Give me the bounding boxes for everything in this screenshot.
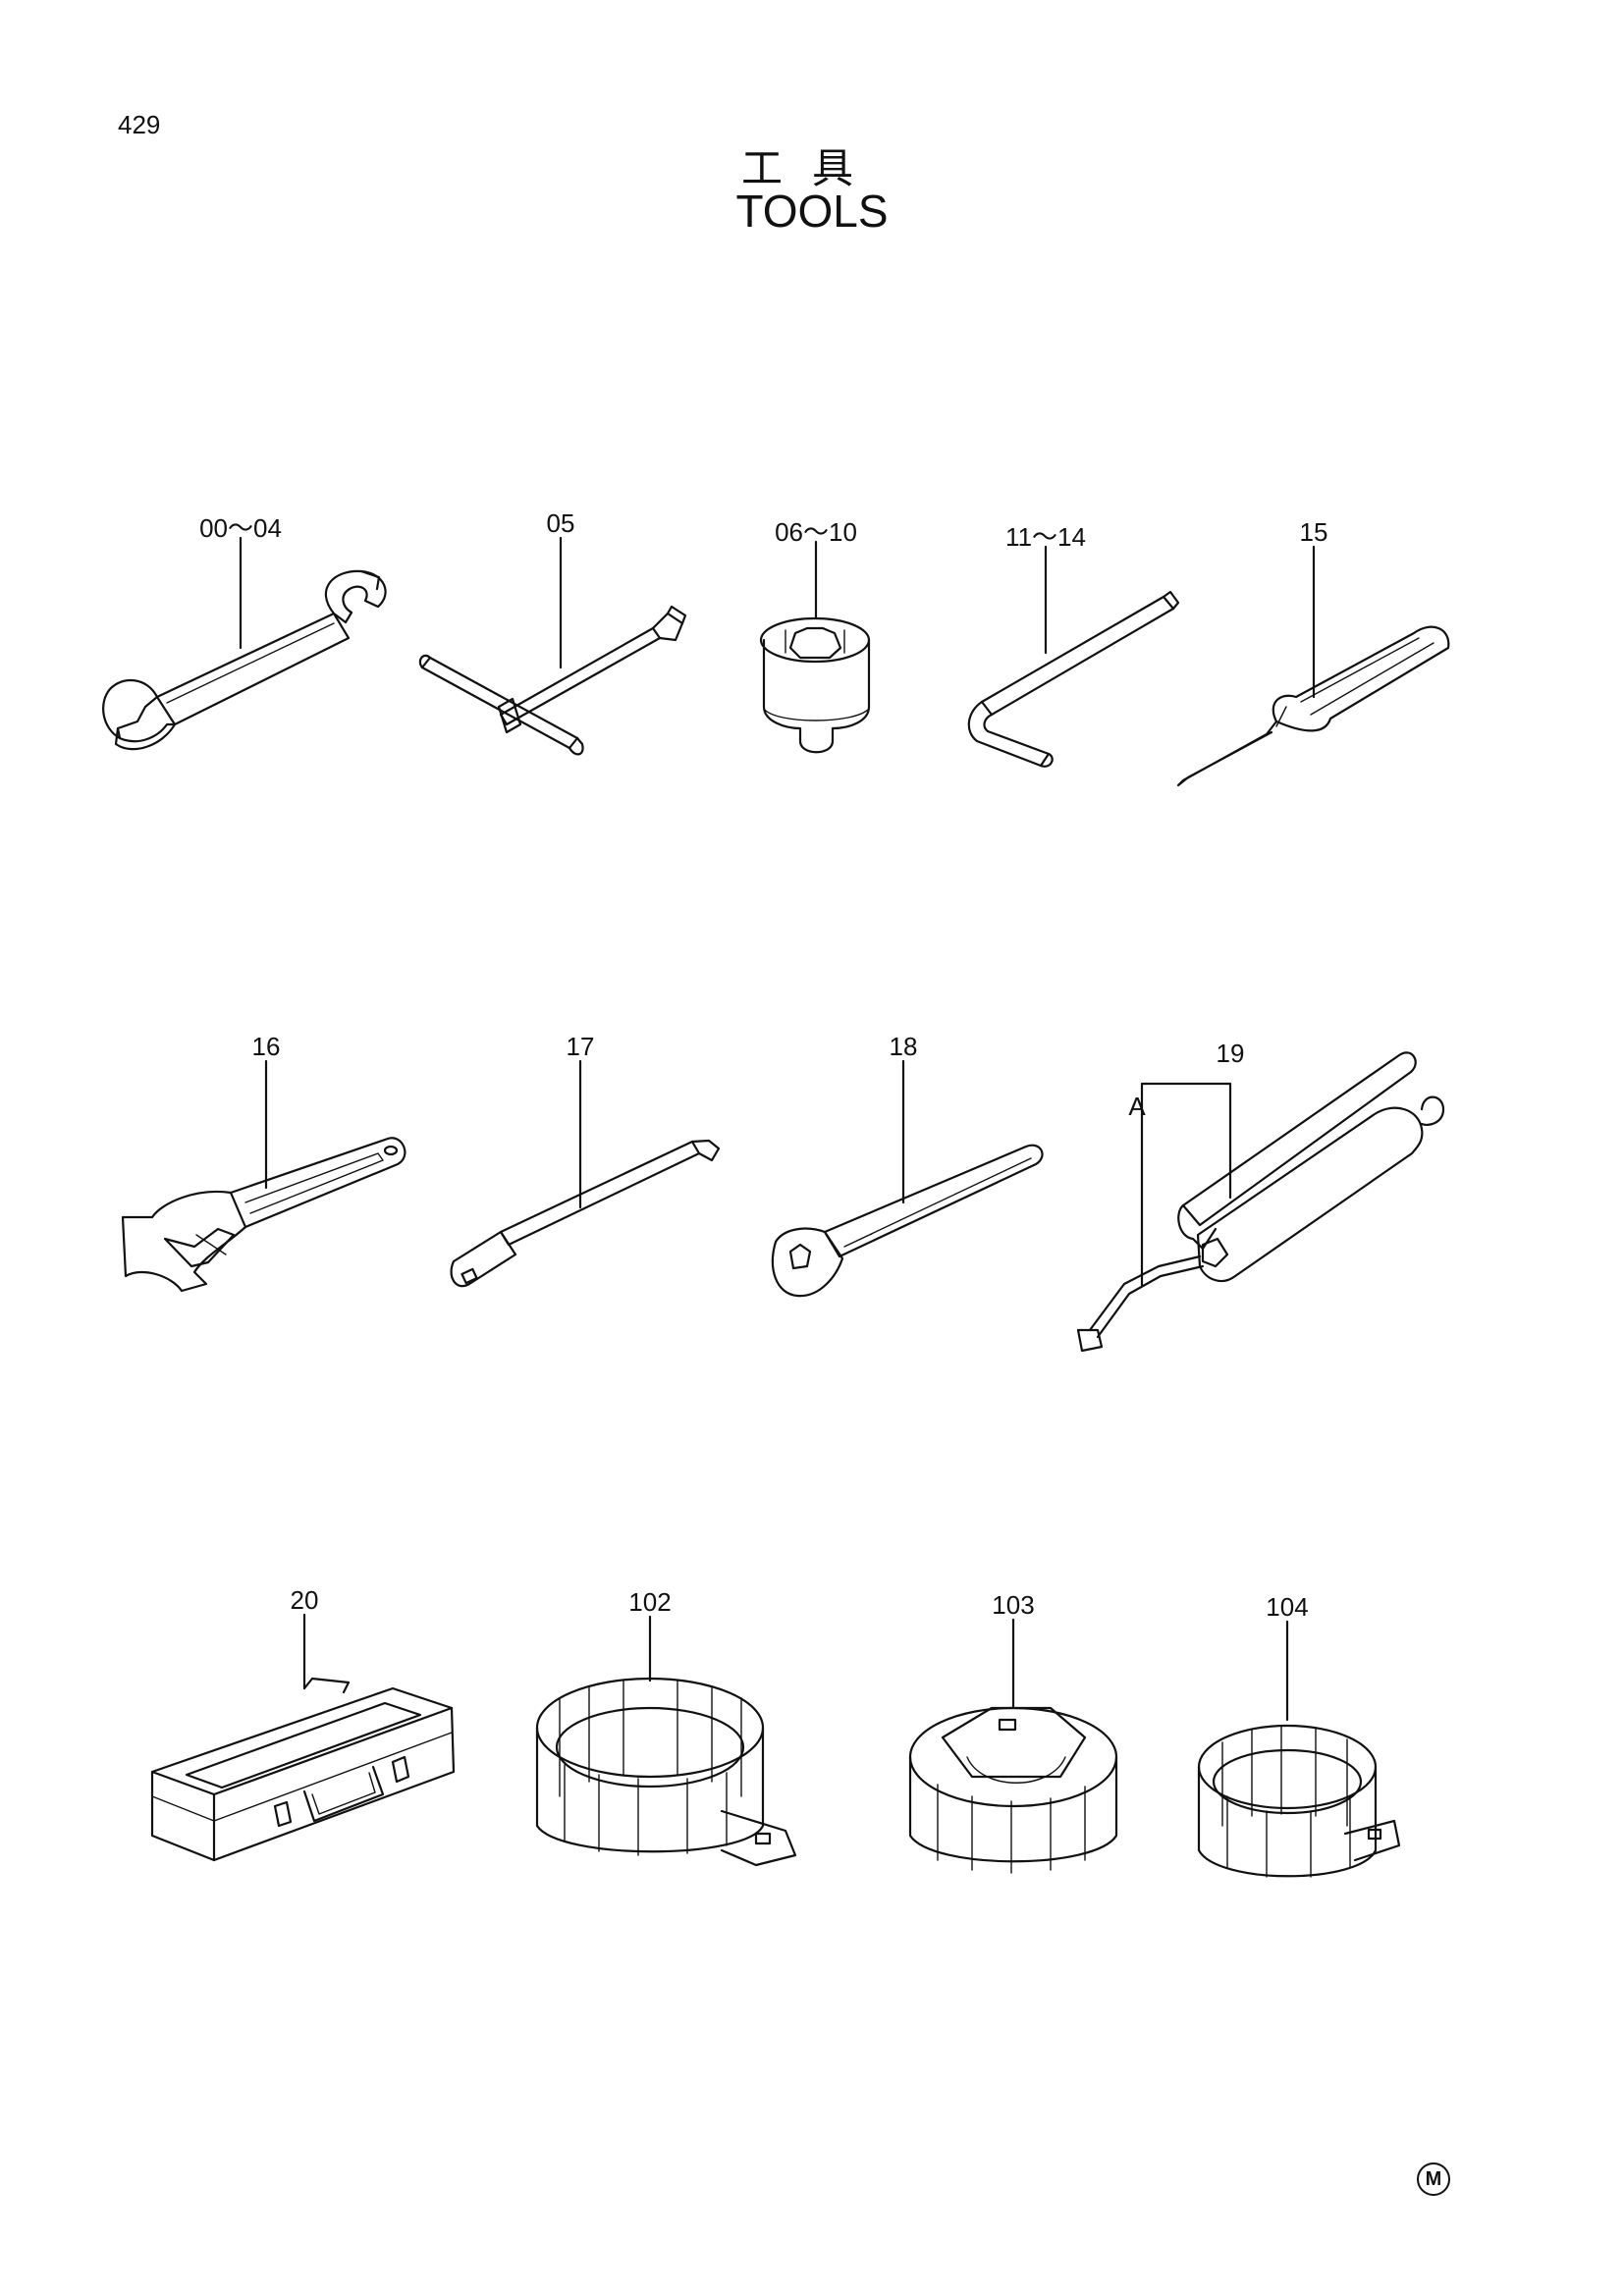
hex-key-icon	[967, 590, 1180, 768]
socket-icon	[759, 616, 871, 754]
callout-label-screwdriver: 15	[1299, 517, 1328, 547]
filter-wrench-cap-icon	[908, 1706, 1118, 1874]
grease-gun-icon	[1076, 1051, 1445, 1353]
filter-wrench-small-icon	[1197, 1724, 1401, 1878]
adjustable-wrench-icon	[121, 1137, 406, 1293]
callout-label-filter-wrench-104: 104	[1266, 1592, 1309, 1622]
double-open-end-wrench-icon	[102, 569, 387, 751]
callout-label-filter-wrench-102: 102	[628, 1587, 672, 1617]
filter-wrench-icon	[535, 1677, 797, 1867]
callout-label-ratchet: 18	[889, 1032, 918, 1061]
title-english: TOOLS	[735, 186, 889, 237]
title-japanese: 工具	[740, 144, 883, 192]
callout-label-extension: 17	[566, 1032, 595, 1061]
t-handle-socket-wrench-icon	[418, 605, 687, 756]
tool-box-icon	[150, 1677, 456, 1862]
callout-label-adjustable-wrench: 16	[251, 1032, 281, 1061]
screwdriver-icon	[1176, 625, 1450, 787]
extension-bar-icon	[450, 1139, 721, 1288]
ratchet-handle-icon	[771, 1144, 1044, 1298]
callout-label-grease-gun: 19	[1216, 1039, 1245, 1068]
callout-label-tool-box: 20	[290, 1585, 319, 1615]
callout-label-t-handle: 05	[546, 508, 575, 538]
callout-label-filter-wrench-103: 103	[992, 1590, 1035, 1620]
leader-lines	[239, 536, 1316, 1722]
page-number: 429	[118, 110, 161, 139]
trademark-m-mark: M	[1417, 2163, 1450, 2196]
